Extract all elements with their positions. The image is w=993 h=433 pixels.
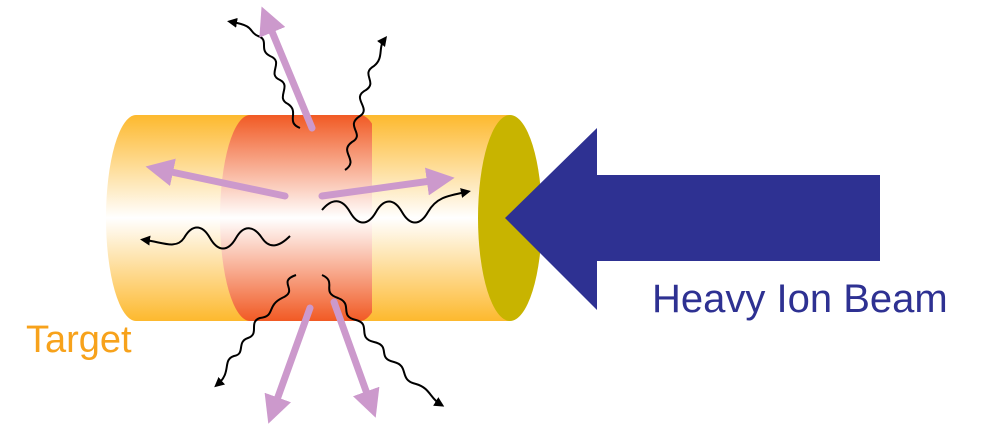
particle-arrow-down-left xyxy=(264,304,314,424)
beam-label: Heavy Ion Beam xyxy=(652,277,948,321)
particle-arrow-right xyxy=(318,167,455,200)
photon-wave-down-right xyxy=(321,274,445,407)
particle-arrow-left xyxy=(145,158,289,200)
photon-waves xyxy=(140,17,471,407)
photon-wave-up-left xyxy=(227,17,301,129)
beam-arrow xyxy=(505,128,880,310)
particle-arrow-up xyxy=(259,6,316,132)
photon-wave-up-right xyxy=(344,35,387,171)
particle-arrow-down-right xyxy=(330,298,380,418)
particle-arrows xyxy=(145,6,455,424)
photon-wave-left xyxy=(140,226,291,250)
target-cylinder xyxy=(106,115,542,321)
photon-wave-down-left xyxy=(214,274,297,388)
photon-wave-right xyxy=(321,188,471,224)
target-label: Target xyxy=(26,319,132,361)
